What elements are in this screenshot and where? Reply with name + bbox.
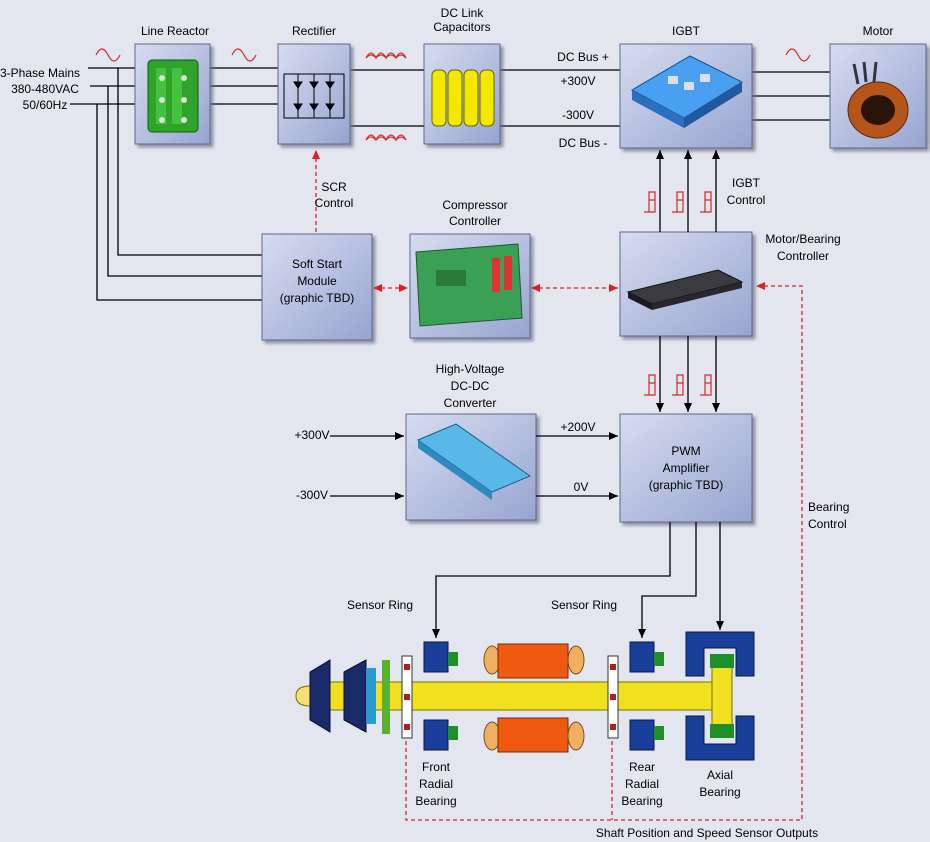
compressor-board-graphic [415,243,523,327]
power-wiring [70,67,830,301]
mains-label-2: 380-480VAC [11,82,79,96]
rectifier-box [277,43,351,145]
controller-unit-graphic [626,269,744,310]
minus-300v-label: -300V [561,108,595,122]
input-plus-300v: +300V [294,428,330,442]
hv-converter-title-1: High-Voltage [435,362,505,376]
rear-radial-label-2: Radial [624,777,660,791]
dc-link-title-2: Capacitors [433,20,491,34]
shaft-sensor-outputs-label: Shaft Position and Speed Sensor Outputs [595,826,819,840]
control-lines [312,150,803,821]
front-radial-label-2: Radial [418,777,454,791]
converter-board-graphic [416,423,532,500]
motor-bearing-controller-box [619,231,753,337]
compressor-controller-box [409,233,531,339]
mains-label-1: 3-Phase Mains [0,66,81,80]
soft-start-module-box [261,233,373,341]
soft-start-label-1: Soft Start [291,257,343,271]
capacitors-graphic [431,69,495,127]
igbt-control-label-1: IGBT [731,176,760,190]
rectifier-title: Rectifier [291,24,336,38]
pwm-amp-label-2: Amplifier [662,461,710,475]
pwm-amp-label-3: (graphic TBD) [648,478,724,492]
dc-link-title-1: DC Link [440,6,484,20]
motor-bearing-title-1: Motor/Bearing [765,232,841,246]
shaft-assembly [295,631,755,761]
dc-link-capacitors-box [423,43,501,145]
bearing-control-label-1: Bearing [808,500,850,514]
motor-bearing-title-2: Controller [776,249,830,263]
motor-title: Motor [862,24,894,38]
sensor-ring-rear-label: Sensor Ring [550,598,618,612]
dc-bus-plus-label: DC Bus + [557,50,609,64]
hv-converter-title-2: DC-DC [450,379,490,393]
input-minus-300v: -300V [295,488,329,502]
igbt-control-label-2: Control [726,193,766,207]
motor-graphic [847,61,909,139]
signal-arrows [330,150,724,638]
igbt-box [619,43,753,149]
line-reactor-title: Line Reactor [140,24,210,38]
motor-box [829,43,927,149]
pwm-amp-label-1: PWM [671,444,701,458]
mains-label-3: 50/60Hz [22,98,68,112]
rear-radial-label-1: Rear [628,760,655,774]
diode-bridge-graphic [283,73,345,119]
igbt-module-graphic [630,55,744,128]
axial-bearing-label-2: Bearing [699,785,741,799]
output-0v: 0V [573,480,589,494]
rear-radial-label-3: Bearing [621,794,663,808]
front-radial-label-3: Bearing [415,794,457,808]
output-plus-200v: +200V [560,420,596,434]
scr-control-label-2: Control [314,196,354,210]
pwm-amplifier-box [619,413,753,523]
waveforms [95,48,811,396]
igbt-title: IGBT [671,24,700,38]
soft-start-label-2: Module [297,274,337,288]
line-reactor-box [134,43,211,145]
hv-dcdc-converter-box [405,413,537,521]
sensor-ring-front-label: Sensor Ring [346,598,414,612]
scr-control-label-1: SCR [321,180,347,194]
compressor-title-1: Compressor [442,198,508,212]
dc-bus-minus-label: DC Bus - [558,136,608,150]
compressor-title-2: Controller [448,214,502,228]
bearing-control-label-2: Control [808,517,847,531]
axial-bearing-label-1: Axial [706,768,733,782]
line-reactor-graphic [147,59,199,133]
soft-start-label-3: (graphic TBD) [279,291,355,305]
front-radial-label-1: Front [421,760,450,774]
plus-300v-label: +300V [560,74,596,88]
hv-converter-title-3: Converter [443,396,497,410]
